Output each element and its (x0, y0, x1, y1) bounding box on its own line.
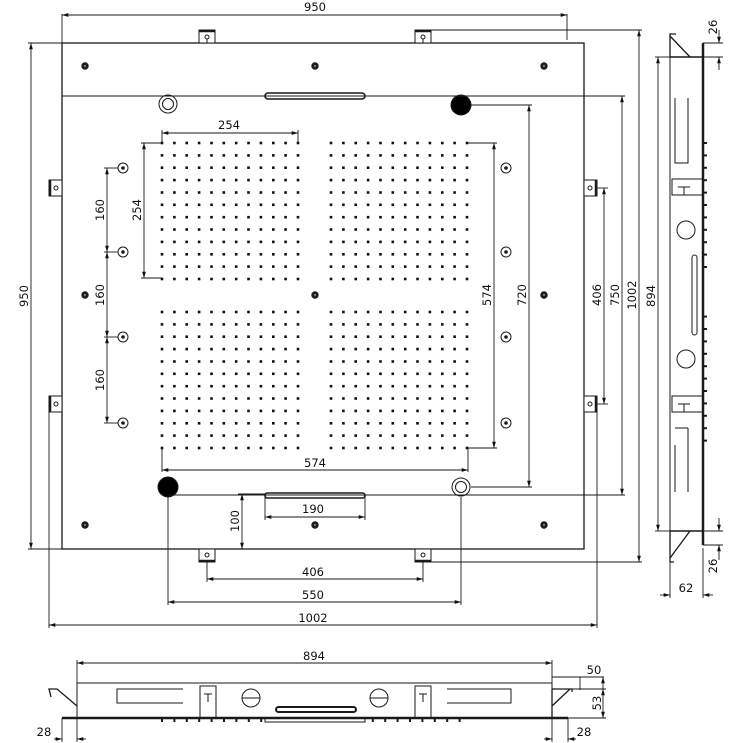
dim-254-width: 254 (218, 118, 240, 132)
spray-grid (160, 141, 469, 450)
bracket-left-bottom (48, 395, 63, 413)
bracket-bottom-right (414, 548, 432, 563)
bottom-view-dimensions (54, 660, 606, 742)
front-view-dimensions (28, 13, 642, 628)
bottom-view (48, 682, 573, 723)
bottom-view-labels: 894 50 53 28 28 (37, 649, 604, 739)
dim-28-right: 28 (577, 725, 592, 739)
dim-406-horizontal: 406 (302, 565, 324, 579)
dim-160-a: 160 (93, 199, 107, 221)
dim-53: 53 (590, 696, 604, 711)
nozzle-solid-top-right (450, 94, 472, 116)
nozzle-solid-bottom-left (157, 476, 179, 498)
dim-160-b: 160 (93, 284, 107, 306)
dim-254-height: 254 (130, 199, 144, 221)
dim-574-height: 574 (480, 284, 494, 306)
dim-406-vertical: 406 (590, 284, 604, 306)
bracket-top-right (414, 29, 432, 44)
dim-62: 62 (679, 581, 694, 595)
dim-950-height: 950 (17, 285, 31, 307)
panel-outline (61, 42, 585, 550)
bottom-nozzle-ticks (161, 718, 461, 722)
side-view-labels: 26 894 26 62 (644, 20, 720, 595)
dim-550: 550 (302, 588, 324, 602)
dim-1002-horizontal: 1002 (298, 611, 327, 625)
dim-894-side: 894 (644, 285, 658, 307)
side-view (669, 33, 707, 563)
waterfall-bar-bottom (264, 492, 366, 499)
dim-720: 720 (515, 284, 529, 306)
dim-894-bottom: 894 (303, 649, 325, 663)
side-view-dimensions (655, 30, 723, 598)
dim-190: 190 (302, 502, 324, 516)
front-view-labels: 950 950 254 254 160 160 160 574 574 720 … (17, 0, 639, 625)
dim-160-c: 160 (93, 369, 107, 391)
bracket-bottom-left (198, 548, 216, 563)
dim-26-top: 26 (706, 20, 720, 35)
dim-28-left: 28 (37, 725, 52, 739)
bracket-top-left (198, 29, 216, 44)
nozzle-ring-top-left (158, 94, 178, 114)
dim-1002-vertical: 1002 (625, 280, 639, 309)
bracket-right-bottom (583, 395, 598, 413)
dim-750: 750 (608, 284, 622, 306)
nozzle-ring-bottom-right (451, 477, 471, 497)
dim-574-width: 574 (304, 456, 326, 470)
screw-holes (81, 62, 548, 529)
bracket-right-top (583, 179, 598, 197)
dim-26-bottom: 26 (706, 559, 720, 574)
front-view (48, 29, 598, 563)
dim-950-width: 950 (304, 0, 326, 14)
bracket-left-top (48, 179, 63, 197)
side-nozzle-ticks (703, 142, 707, 442)
dim-50: 50 (587, 663, 602, 677)
dim-100: 100 (228, 510, 242, 532)
